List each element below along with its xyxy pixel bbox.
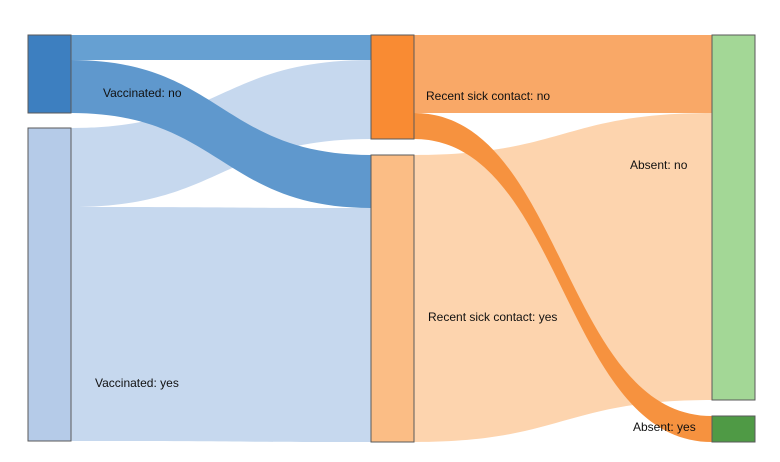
node-vac-yes: [27, 127, 72, 442]
links-layer: [71, 35, 712, 442]
nodes-layer: [27, 34, 756, 443]
node-sick-yes: [370, 154, 415, 443]
flow-vac-yes-to-sick-yes: [71, 207, 371, 442]
node-sick-no: [370, 34, 415, 140]
label-vaccinated-no: Vaccinated: no: [103, 86, 182, 100]
flow-vac-no-to-sick-no: [71, 35, 371, 60]
node-abs-yes: [711, 415, 756, 443]
node-abs-no: [711, 34, 756, 401]
flow-sick-no-to-abs-yes: [414, 113, 712, 442]
label-absent-no: Absent: no: [630, 158, 688, 172]
node-vac-no: [27, 34, 72, 114]
flow-sick-no-to-abs-no: [414, 35, 712, 113]
label-absent-yes: Absent: yes: [633, 420, 696, 434]
label-vaccinated-yes: Vaccinated: yes: [95, 376, 179, 390]
flow-vac-no-to-sick-yes: [71, 60, 371, 208]
label-sick-contact-yes: Recent sick contact: yes: [428, 310, 557, 324]
labels-layer: Vaccinated: no Vaccinated: yes Recent si…: [95, 86, 696, 434]
label-sick-contact-no: Recent sick contact: no: [426, 89, 550, 103]
